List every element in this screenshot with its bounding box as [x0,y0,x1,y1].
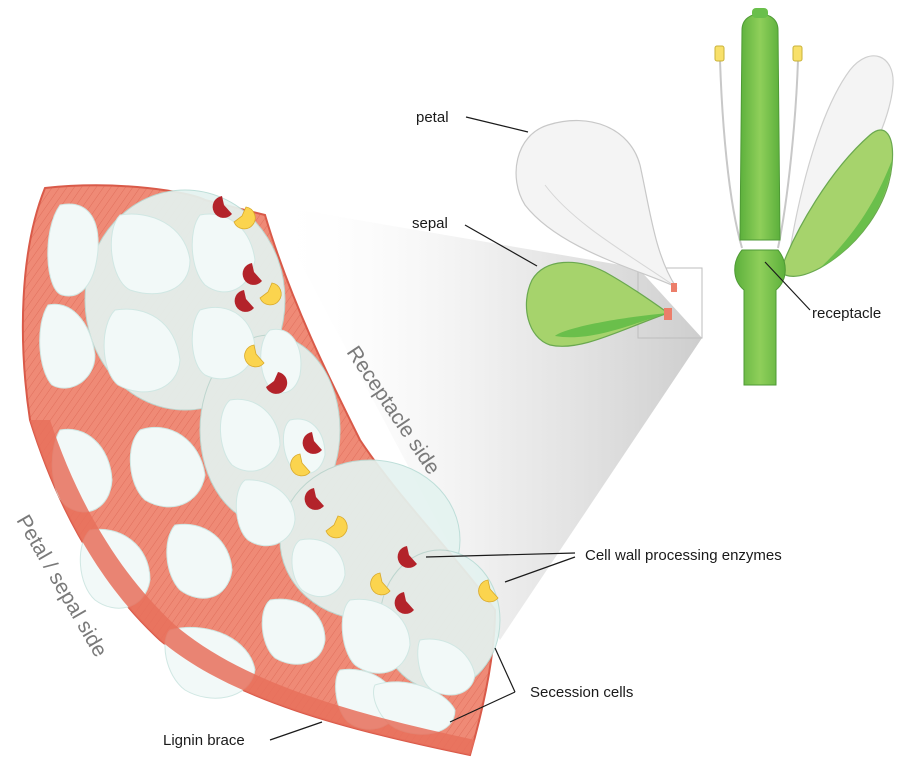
pistil [740,14,780,240]
label-secession-cells: Secession cells [530,684,633,701]
anther-left [715,46,724,61]
detached-flower-organs [516,121,677,347]
flower-with-receptacle [715,8,893,385]
label-sepal: sepal [412,215,448,232]
stem [735,250,786,385]
petal-base-zone [671,283,677,292]
anther-right [793,46,802,61]
label-lignin-brace: Lignin brace [163,732,245,749]
stamen-left [720,60,742,248]
stigma [752,8,768,18]
label-petal: petal [416,109,449,126]
label-enzymes: Cell wall processing enzymes [585,547,782,564]
sepal-base-zone [664,308,672,320]
label-receptacle: receptacle [812,305,881,322]
